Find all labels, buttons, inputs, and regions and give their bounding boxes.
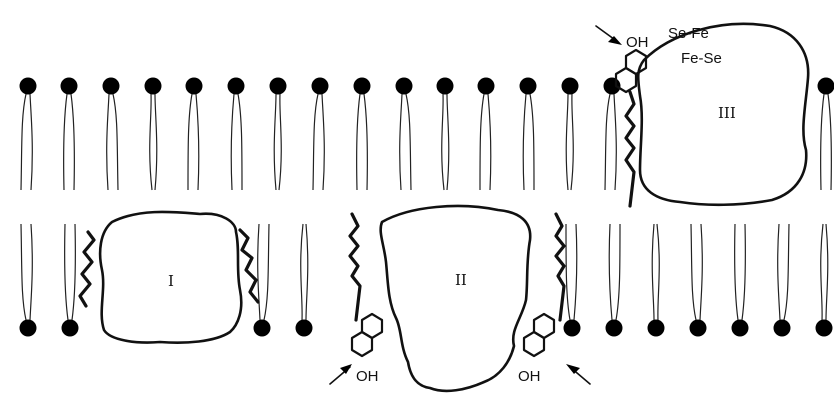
upper-lipid-9 xyxy=(396,78,413,191)
cluster-line-1: Se-Fe xyxy=(668,25,709,42)
upper-lipid-4 xyxy=(186,78,203,191)
upper-lipid-13 xyxy=(562,78,579,191)
lower-lipid-9 xyxy=(774,224,791,337)
anchor-protein-1-right xyxy=(240,230,258,302)
hydroquinone-3: OH xyxy=(596,26,649,92)
upper-lipid-7 xyxy=(312,78,329,191)
anchor-protein-3 xyxy=(626,92,634,206)
lower-lipid-0 xyxy=(20,224,37,337)
protein-1-label: I xyxy=(168,272,174,290)
upper-lipid-12 xyxy=(520,78,537,191)
lower-lipid-8 xyxy=(732,224,749,337)
lower-lipid-leaflet xyxy=(20,224,833,337)
upper-lipid-8 xyxy=(354,78,371,191)
anchor-protein-2-right xyxy=(556,214,564,320)
lower-lipid-7 xyxy=(690,224,707,337)
lower-lipid-3 xyxy=(296,224,313,337)
hydroquinone-1: OH xyxy=(330,314,382,385)
upper-lipid-5 xyxy=(228,78,245,191)
hydroxyl-label-2: OH xyxy=(518,368,541,385)
upper-lipid-6 xyxy=(270,78,287,191)
upper-lipid-3 xyxy=(145,78,162,191)
cluster-line-2: Fe-Se xyxy=(681,50,722,67)
protein-1: I xyxy=(100,212,241,343)
upper-lipid-0 xyxy=(20,78,37,191)
upper-lipid-15 xyxy=(818,78,834,191)
upper-lipid-leaflet xyxy=(20,78,834,191)
upper-lipid-2 xyxy=(103,78,120,191)
protein-2-label: II xyxy=(455,271,467,289)
lower-lipid-10 xyxy=(816,224,833,337)
upper-lipid-14 xyxy=(604,78,621,191)
protein-3: III Se-Fe Fe-Se xyxy=(638,24,808,205)
hydroxyl-label-1: OH xyxy=(356,368,379,385)
anchor-protein-1-left xyxy=(80,232,94,306)
upper-lipid-10 xyxy=(437,78,454,191)
hydroxyl-label-3: OH xyxy=(626,34,649,51)
upper-lipid-1 xyxy=(61,78,78,191)
upper-lipid-11 xyxy=(478,78,495,191)
lower-lipid-1 xyxy=(62,224,79,337)
anchor-protein-2-left xyxy=(350,214,360,320)
lower-lipid-5 xyxy=(606,224,623,337)
protein-2: II xyxy=(381,206,531,391)
lower-lipid-6 xyxy=(648,224,665,337)
protein-3-label: III xyxy=(718,104,736,122)
lower-lipid-4 xyxy=(564,224,581,337)
